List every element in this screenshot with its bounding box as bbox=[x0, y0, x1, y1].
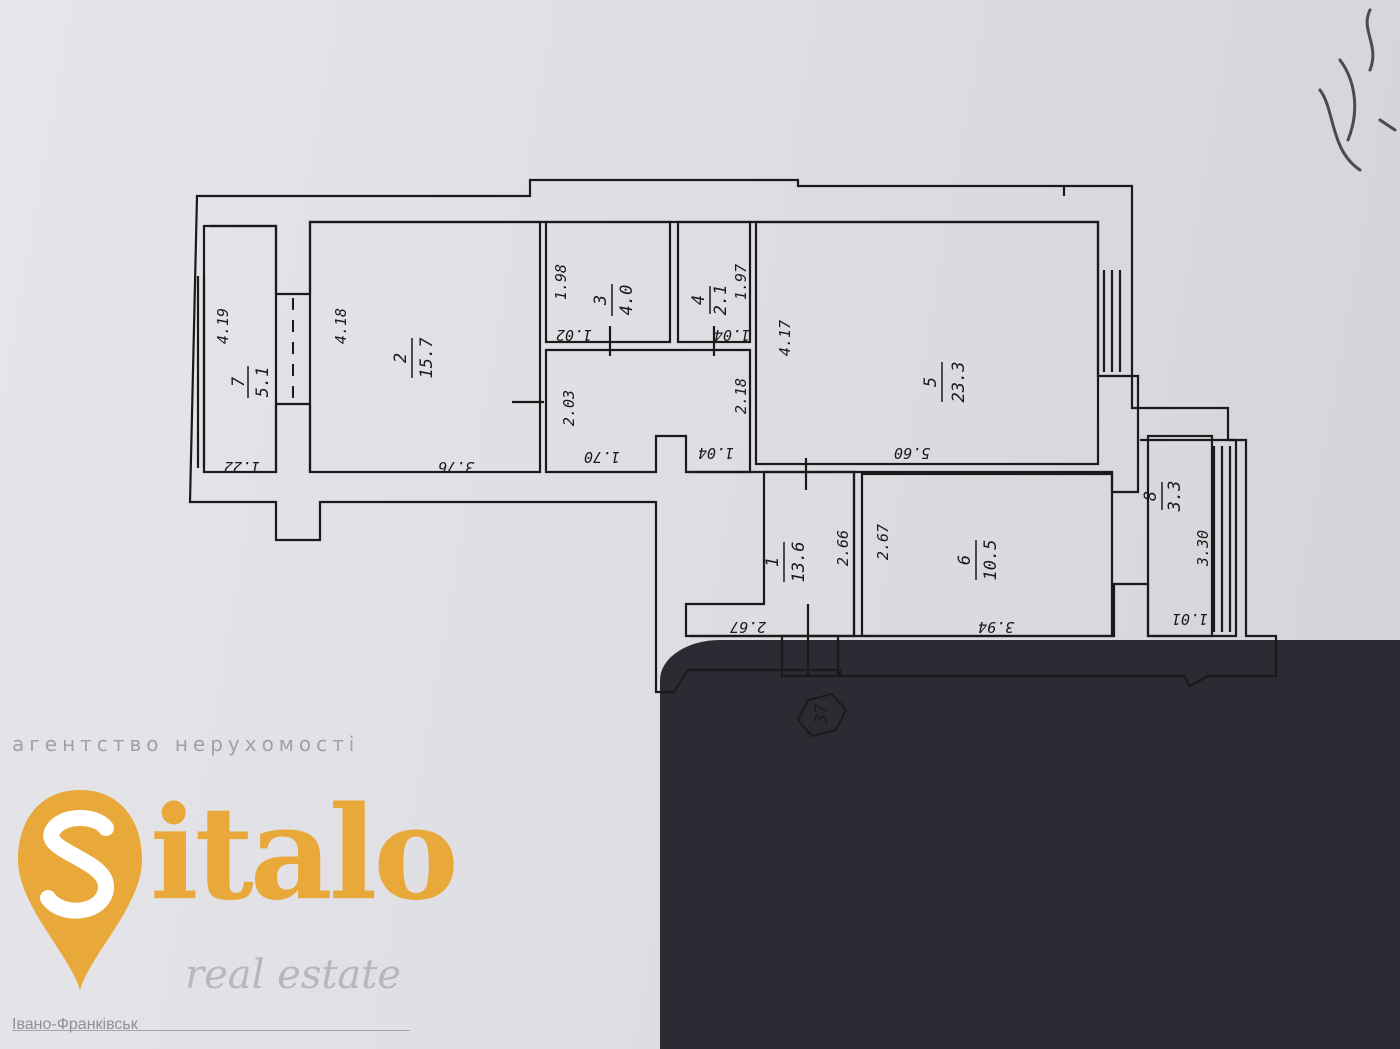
room-8-outline bbox=[1146, 434, 1214, 638]
room-5-outline bbox=[754, 220, 1100, 466]
room-7-outline bbox=[202, 224, 278, 474]
svg-text:4: 4 bbox=[689, 295, 709, 305]
svg-text:6: 6 bbox=[955, 555, 975, 565]
dimension-label: 2.67 bbox=[874, 524, 892, 560]
dimension-label: 2.03 bbox=[560, 390, 578, 426]
dimension-label: 5.60 bbox=[894, 444, 930, 462]
watermark-subtitle: real estate bbox=[185, 952, 402, 998]
watermark-divider bbox=[12, 1030, 410, 1031]
dimension-label: 1.04 bbox=[698, 444, 734, 462]
dimension-label: 4.17 bbox=[776, 320, 794, 356]
room-label-5: 5 23.3 bbox=[921, 362, 969, 403]
dimension-label: 1.22 bbox=[224, 458, 260, 476]
dimension-label: 1.97 bbox=[732, 264, 750, 300]
dimension-label: 3.94 bbox=[978, 618, 1015, 636]
room-label-8: 8 3.3 bbox=[1141, 481, 1185, 513]
dimension-label: 3.30 bbox=[1194, 530, 1212, 567]
svg-text:13.6: 13.6 bbox=[789, 542, 809, 583]
svg-text:2.1: 2.1 bbox=[711, 285, 731, 316]
room-2-outline bbox=[308, 220, 542, 474]
watermark-city: Івано-Франківськ bbox=[12, 1016, 138, 1033]
room-6-outline bbox=[860, 472, 1114, 638]
svg-text:7: 7 bbox=[229, 376, 249, 387]
photo-shadow bbox=[660, 640, 1400, 1049]
dimension-label: 4.18 bbox=[332, 308, 350, 344]
handwritten-marks bbox=[1318, 8, 1397, 172]
watermark-brand: italo bbox=[150, 779, 459, 929]
room-label-1: 1 13.6 bbox=[763, 542, 809, 583]
svg-text:4.0: 4.0 bbox=[617, 285, 637, 316]
svg-text:3: 3 bbox=[591, 295, 611, 306]
svg-text:5: 5 bbox=[921, 377, 941, 387]
svg-text:2: 2 bbox=[391, 353, 411, 363]
svg-text:10.5: 10.5 bbox=[981, 540, 1001, 581]
dimension-label: 1.04 bbox=[714, 326, 750, 344]
svg-text:37: 37 bbox=[812, 703, 832, 725]
room-1-outline bbox=[690, 470, 856, 638]
svg-text:5.1: 5.1 bbox=[253, 367, 273, 398]
room-label-4: 4 2.1 bbox=[689, 285, 731, 316]
room-3-outline bbox=[544, 220, 672, 344]
dimension-label: 2.18 bbox=[732, 378, 750, 414]
corridor-outline bbox=[544, 348, 752, 474]
outer-wall bbox=[188, 178, 1278, 694]
svg-text:23.3: 23.3 bbox=[949, 362, 969, 403]
room-label-3: 3 4.0 bbox=[591, 284, 637, 316]
inner-wall bbox=[210, 220, 1238, 638]
svg-text:1: 1 bbox=[763, 557, 783, 567]
room-label-2: 2 15.7 bbox=[391, 337, 437, 379]
dimension-label: 1.98 bbox=[552, 264, 570, 300]
svg-text:15.7: 15.7 bbox=[417, 337, 437, 379]
dimension-label: 1.70 bbox=[584, 448, 620, 466]
watermark-tagline: агентство нерухомості bbox=[12, 732, 360, 756]
room-label-7: 7 5.1 bbox=[229, 366, 273, 398]
apartment-tag-hexagon: 37 bbox=[796, 692, 848, 738]
dimension-label: 1.01 bbox=[1172, 610, 1208, 628]
room-label-6: 6 10.5 bbox=[955, 540, 1001, 581]
svg-text:3.3: 3.3 bbox=[1165, 481, 1185, 513]
dimension-label: 1.02 bbox=[556, 326, 592, 344]
svg-text:8: 8 bbox=[1141, 491, 1161, 501]
dimension-label: 3.76 bbox=[438, 458, 475, 476]
dimension-label: 4.19 bbox=[214, 308, 232, 344]
dimension-label: 2.67 bbox=[730, 618, 766, 636]
location-pin-icon bbox=[18, 790, 142, 990]
dimension-label: 2.66 bbox=[834, 530, 852, 566]
